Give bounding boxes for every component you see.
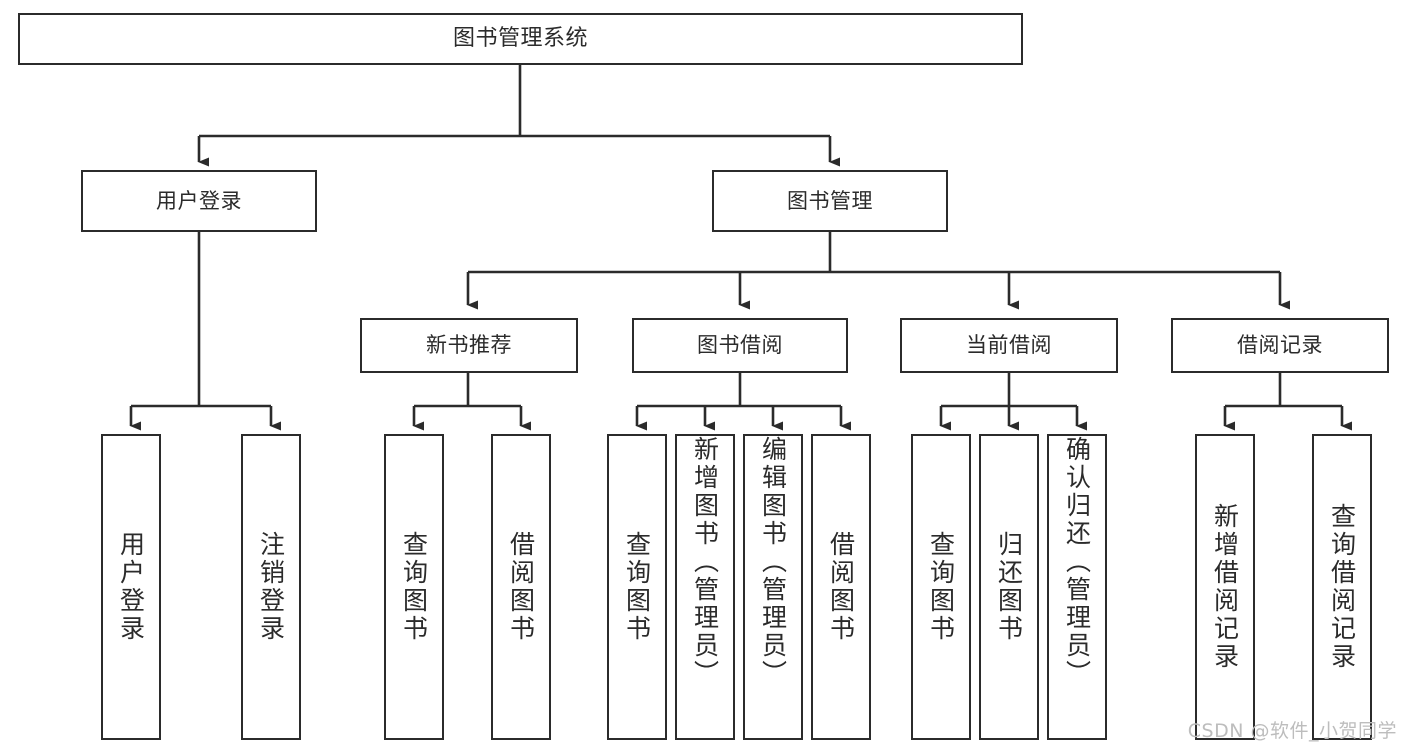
node-leaf-edit-book-admin[interactable]: 编辑图书（管理员）: [743, 434, 803, 740]
node-leaf-query-book-newbook[interactable]: 查询图书: [384, 434, 444, 740]
node-leaf-return-book[interactable]: 归还图书: [979, 434, 1039, 740]
node-leaf-add-book-admin[interactable]: 新增图书（管理员）: [675, 434, 735, 740]
node-book-borrow-label: 图书借阅: [697, 333, 783, 358]
node-user-login[interactable]: 用户登录: [81, 170, 317, 232]
node-root-label: 图书管理系统: [452, 26, 588, 52]
node-leaf-add-borrow-record[interactable]: 新增借阅记录: [1195, 434, 1255, 740]
node-new-book-recommend-label: 新书推荐: [426, 333, 512, 358]
node-leaf-borrow-book-borrow[interactable]: 借阅图书: [811, 434, 871, 740]
node-leaf-edit-book-admin-label: 编辑图书（管理员）: [758, 436, 788, 688]
node-leaf-logout-label: 注销登录: [256, 531, 286, 643]
node-borrow-record-label: 借阅记录: [1237, 333, 1323, 358]
node-leaf-logout[interactable]: 注销登录: [241, 434, 301, 740]
node-user-login-label: 用户登录: [156, 188, 242, 213]
node-leaf-add-book-admin-label: 新增图书（管理员）: [690, 436, 720, 688]
node-leaf-query-book-borrow-label: 查询图书: [622, 531, 652, 643]
watermark: CSDN @软件_小贺同学: [1187, 720, 1397, 742]
node-new-book-recommend[interactable]: 新书推荐: [360, 318, 578, 373]
node-current-borrow[interactable]: 当前借阅: [900, 318, 1118, 373]
node-leaf-borrow-book-newbook[interactable]: 借阅图书: [491, 434, 551, 740]
node-leaf-query-book-borrow[interactable]: 查询图书: [607, 434, 667, 740]
node-borrow-record[interactable]: 借阅记录: [1171, 318, 1389, 373]
node-leaf-user-login-label: 用户登录: [116, 531, 146, 643]
node-book-management-label: 图书管理: [787, 188, 873, 213]
node-leaf-query-borrow-record-label: 查询借阅记录: [1327, 503, 1357, 671]
node-leaf-user-login[interactable]: 用户登录: [101, 434, 161, 740]
node-leaf-query-book-current[interactable]: 查询图书: [911, 434, 971, 740]
node-leaf-borrow-book-borrow-label: 借阅图书: [826, 531, 856, 643]
node-leaf-query-borrow-record[interactable]: 查询借阅记录: [1312, 434, 1372, 740]
node-book-borrow[interactable]: 图书借阅: [632, 318, 848, 373]
node-leaf-confirm-return-admin-label: 确认归还（管理员）: [1062, 436, 1092, 688]
node-leaf-query-book-newbook-label: 查询图书: [399, 531, 429, 643]
node-leaf-return-book-label: 归还图书: [994, 531, 1024, 643]
node-leaf-query-book-current-label: 查询图书: [926, 531, 956, 643]
node-book-management[interactable]: 图书管理: [712, 170, 948, 232]
node-current-borrow-label: 当前借阅: [966, 333, 1052, 358]
node-leaf-confirm-return-admin[interactable]: 确认归还（管理员）: [1047, 434, 1107, 740]
node-leaf-borrow-book-newbook-label: 借阅图书: [506, 531, 536, 643]
node-root[interactable]: 图书管理系统: [18, 13, 1023, 65]
node-leaf-add-borrow-record-label: 新增借阅记录: [1210, 503, 1240, 671]
